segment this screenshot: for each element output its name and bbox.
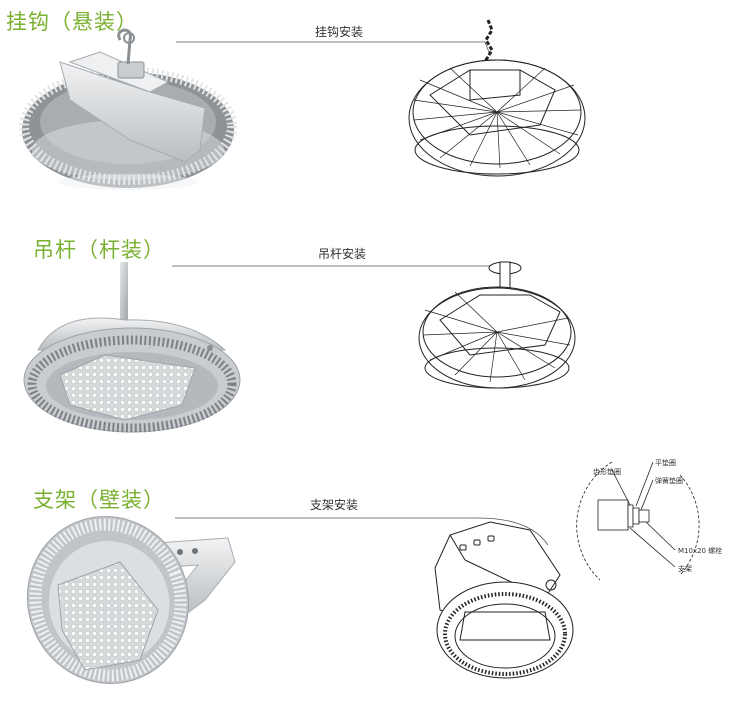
bracket-lamp-photo [26,516,236,684]
bracket-mount-title: 支架（壁装） [33,488,165,512]
hook-mount-caption: 挂钩安装 [315,25,364,39]
bracket-line-drawing [434,521,574,679]
hook-lamp-photo [19,28,237,190]
fastener-detail-drawing [576,461,700,581]
rod-mount-title: 吊杆（杆装） [33,238,165,262]
rod-line-drawing [418,261,576,389]
hook-line-drawing [408,19,586,177]
rod-mount-caption: 吊杆安装 [318,247,367,261]
bracket-mount-caption: 支架安装 [310,498,359,512]
toothed-washer-label: 齿形垫圈 [593,468,621,476]
flat-washer-label: 平垫圈 [655,459,676,467]
bolt-label: M10x20 螺栓 [678,547,723,555]
rod-lamp-photo [23,262,241,433]
hook-mount-title: 挂钩（悬装） [6,10,138,34]
spring-washer-label: 弹簧垫圈 [655,477,683,485]
